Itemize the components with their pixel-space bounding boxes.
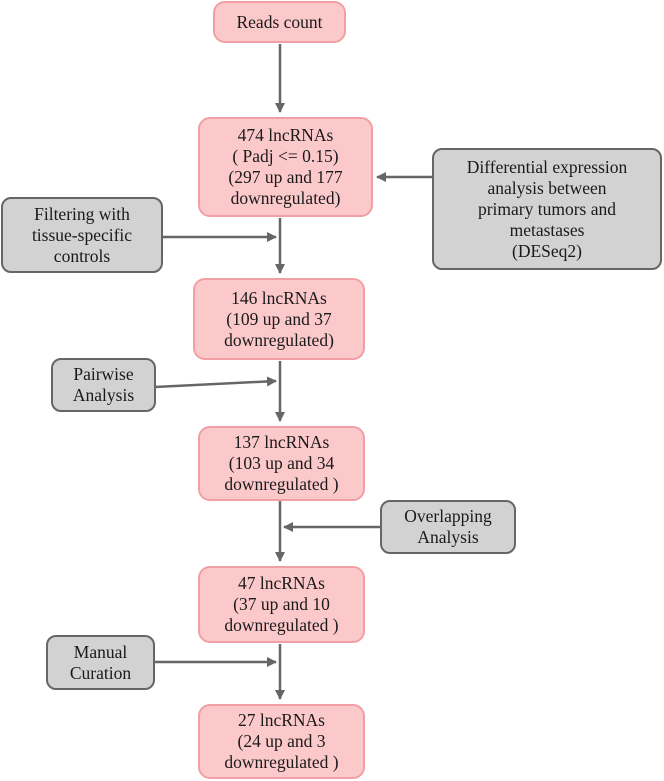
filter-line: Pairwise: [73, 364, 134, 384]
step-line: (103 up and 34: [228, 453, 335, 473]
step-line: downregulated ): [224, 474, 339, 494]
step-line: (297 up and 177: [228, 167, 343, 187]
step-line: 146 lncRNAs: [231, 287, 327, 308]
step-474-lncrnas: 474 lncRNAs ( Padj <= 0.15) (297 up and …: [198, 117, 373, 217]
filter-line: Analysis: [417, 527, 479, 547]
filter-line: primary tumors and: [477, 198, 617, 219]
step-line: (24 up and 3: [237, 731, 326, 751]
arrow-pairwise-in: [154, 376, 277, 389]
filter-line: Curation: [69, 662, 132, 683]
filter-line: metastases: [509, 219, 585, 240]
filter-line: Manual: [73, 641, 128, 662]
step-line: downregulated ): [224, 752, 339, 772]
step-line: (109 up and 37: [226, 308, 332, 329]
step-line: 474 lncRNAs: [237, 125, 334, 145]
step-47-lncrnas: 47 lncRNAs (37 up and 10 downregulated ): [198, 566, 365, 643]
step-line: Reads count: [236, 11, 323, 32]
step-line: downregulated): [224, 329, 334, 350]
step-137-lncrnas: 137 lncRNAs (103 up and 34 downregulated…: [198, 426, 365, 501]
filter-line: (DESeq2): [512, 240, 582, 261]
filter-line: tissue-specific: [31, 224, 133, 245]
filter-deseq2: Differential expression analysis between…: [432, 148, 662, 270]
step-line: downregulated ): [224, 615, 339, 635]
filter-line: Differential expression: [466, 156, 628, 177]
step-27-lncrnas: 27 lncRNAs (24 up and 3 downregulated ): [198, 704, 365, 779]
filter-manual-curation: Manual Curation: [46, 635, 155, 690]
step-line: ( Padj <= 0.15): [232, 146, 339, 166]
step-line: (37 up and 10: [233, 594, 330, 614]
filter-tissue-specific: Filtering with tissue-specific controls: [1, 197, 163, 273]
step-reads-count: Reads count: [213, 1, 346, 43]
step-line: 137 lncRNAs: [233, 432, 330, 452]
filter-line: Filtering with: [34, 203, 130, 224]
step-146-lncrnas: 146 lncRNAs (109 up and 37 downregulated…: [193, 278, 365, 360]
filter-overlapping: Overlapping Analysis: [380, 500, 516, 554]
step-line: downregulated): [230, 188, 341, 208]
filter-line: controls: [53, 245, 111, 266]
filter-line: analysis between: [487, 177, 607, 198]
filter-pairwise: Pairwise Analysis: [51, 358, 156, 412]
filter-line: Overlapping: [404, 506, 492, 526]
filter-line: Analysis: [72, 385, 135, 405]
step-line: 47 lncRNAs: [237, 573, 325, 593]
step-line: 27 lncRNAs: [237, 710, 325, 730]
